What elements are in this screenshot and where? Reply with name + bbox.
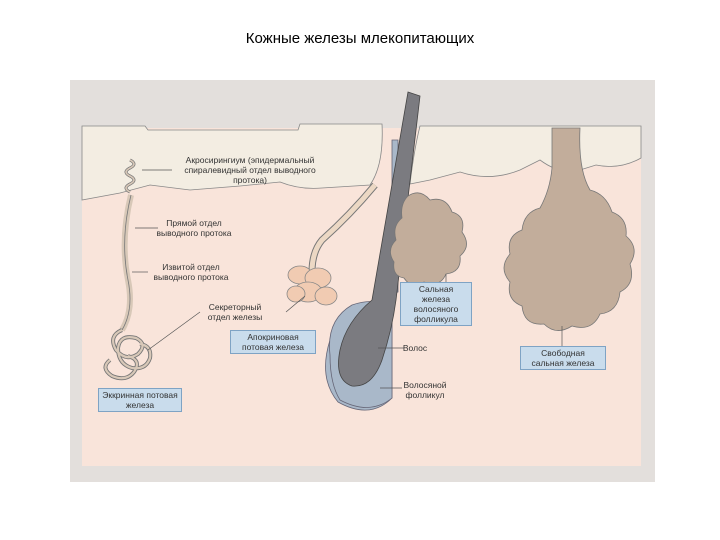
coiled-duct-label: Извитой отдел выводного протока [153,262,229,282]
secretory-label: Секреторный отдел железы [207,302,263,322]
eccrine-gland-label: Эккринная потовая железа [98,388,182,412]
apocrine-gland-coil [286,265,338,306]
leader-lines [132,169,563,389]
page-title: Кожные железы млекопитающих [245,30,475,47]
hair-label: Волос [402,343,428,353]
apocrine-gland-label: Апокриновая потовая железа [230,330,316,354]
acrosyringium-label: Акросирингиум (эпидермальный спиралевидн… [184,155,316,185]
hair-shaft [338,91,421,387]
epidermis-right [409,125,642,185]
epidermis [81,123,383,201]
sebaceous-follicle-label: Сальная железа волосяного фолликула [400,282,472,326]
free-sebaceous-label: Свободная сальная железа [520,346,606,370]
straight-duct-label: Прямой отдел выводного протока [156,218,232,238]
follicle-label: Волосяной фолликул [403,380,447,400]
free-sebaceous-gland [503,127,635,331]
